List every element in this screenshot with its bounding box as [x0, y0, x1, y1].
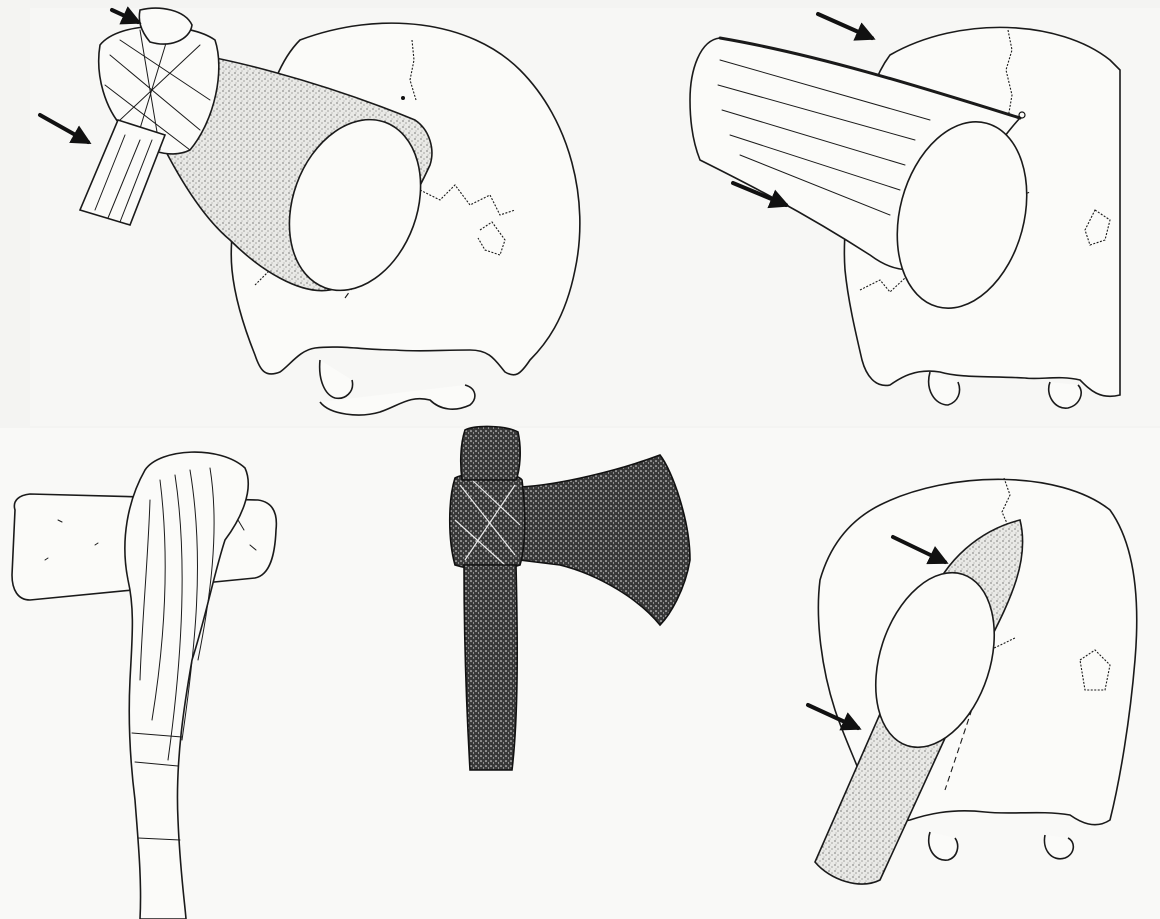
- impact-point: [401, 96, 405, 100]
- axe-handle: [461, 426, 520, 480]
